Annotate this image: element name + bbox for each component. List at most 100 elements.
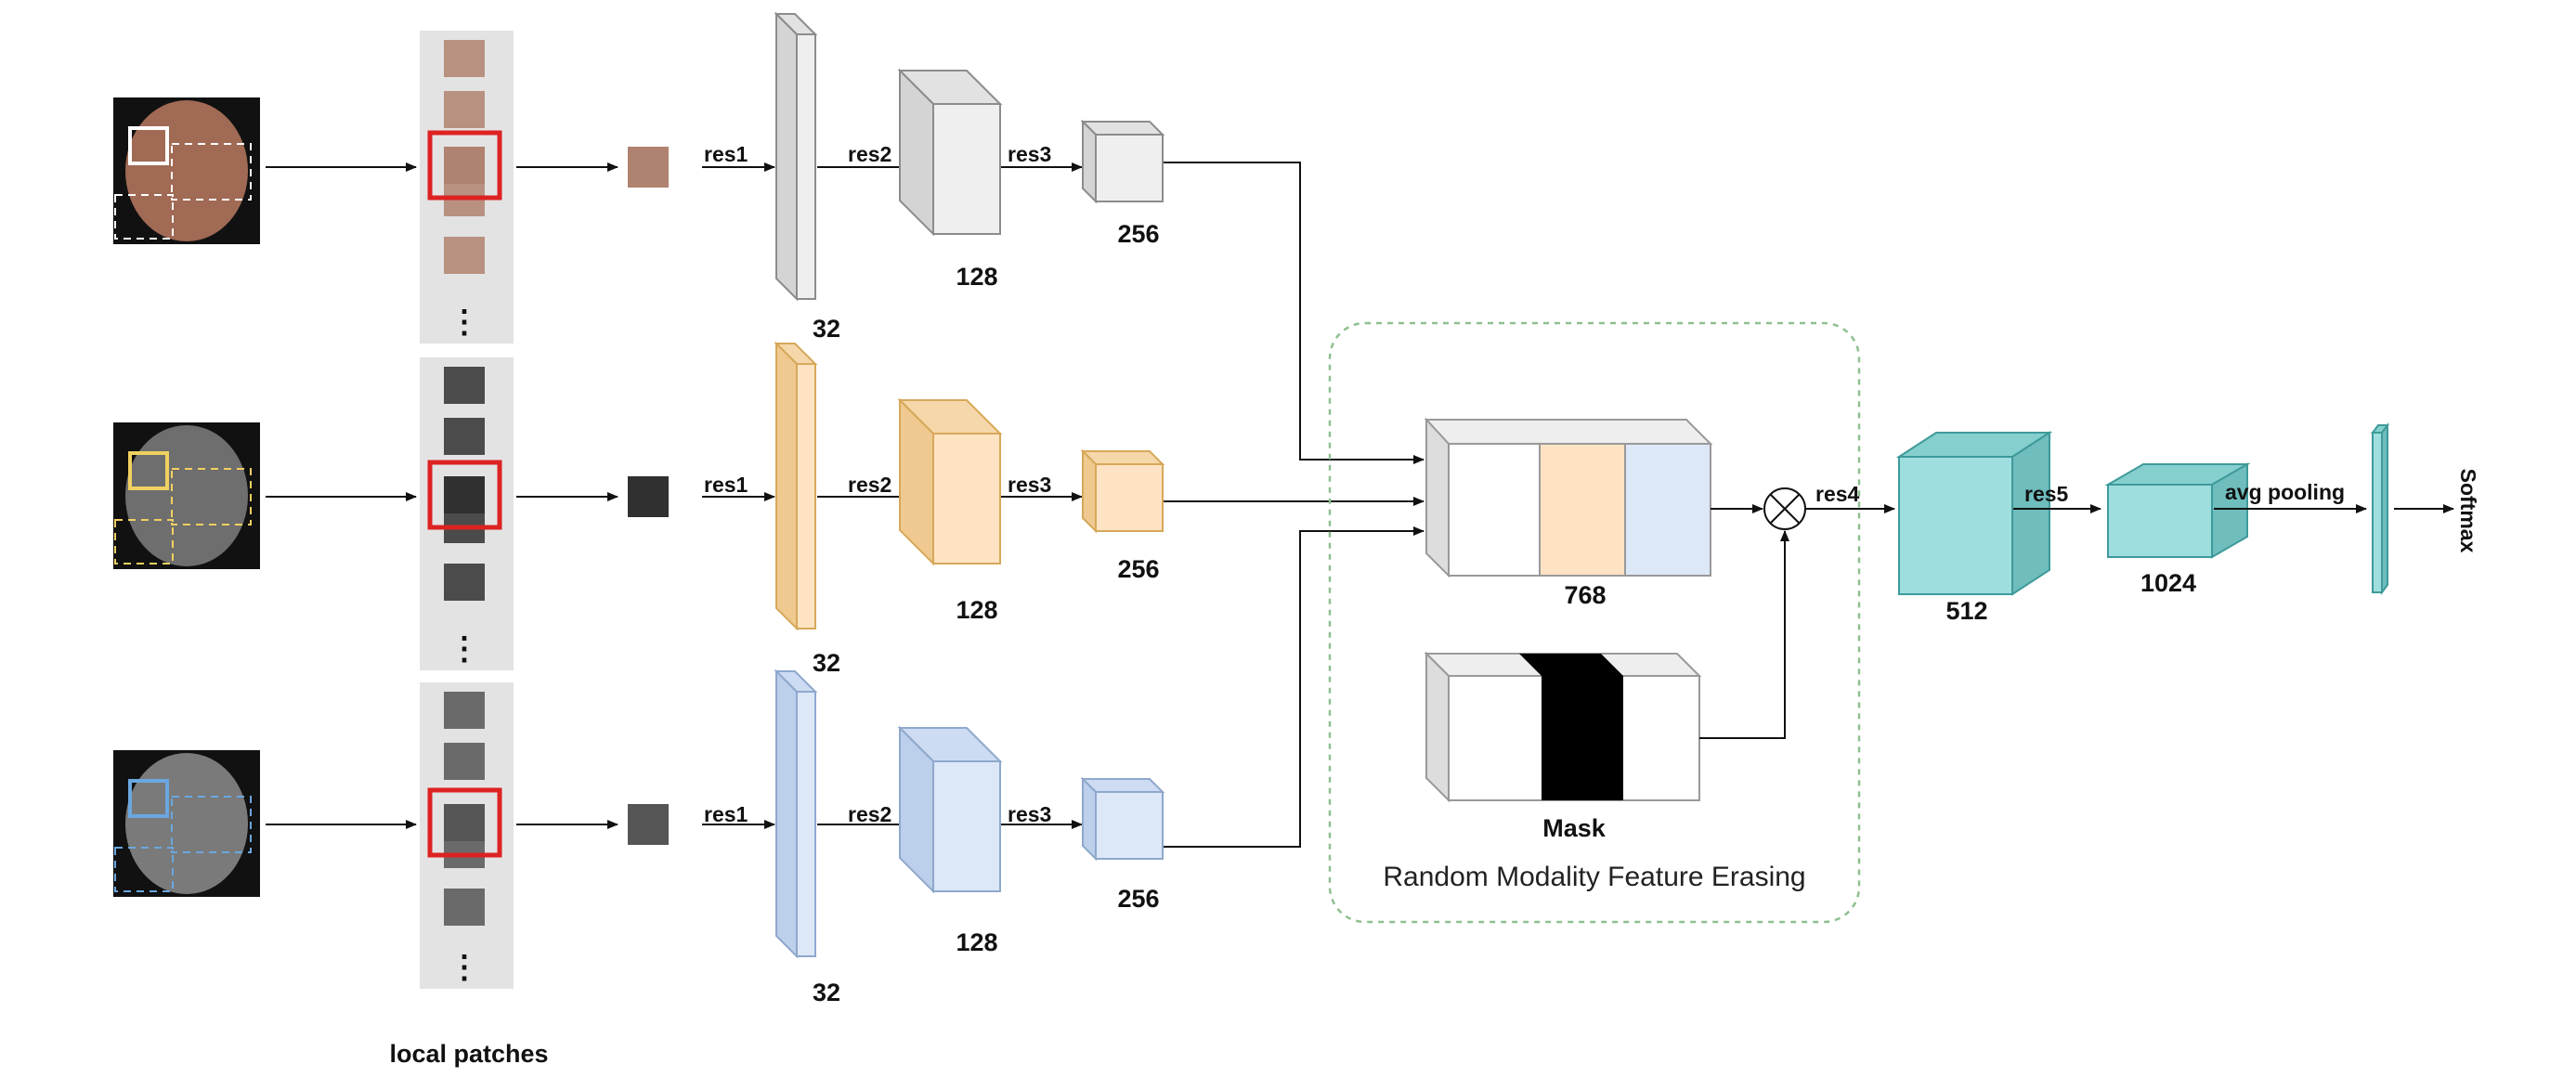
- depth-patch-1: [444, 367, 485, 404]
- mask-black-band: [1542, 676, 1623, 800]
- ir-selected-crop: [628, 804, 669, 845]
- depth-res1-label: res1: [704, 473, 748, 497]
- block5-label: 1024: [2140, 569, 2196, 597]
- block-512-front: [1898, 456, 2013, 595]
- softmax-label: Softmax: [2456, 469, 2480, 553]
- ir-face-selected-box: [128, 779, 169, 818]
- ir-patch-selected: [444, 804, 485, 841]
- ir-block-256: [1080, 776, 1165, 862]
- concat-side: [1425, 417, 1450, 578]
- rgb-selected-crop: [628, 147, 669, 188]
- branch-ir-labels: res1 res2 res3 32 128 256: [704, 802, 1160, 1006]
- region-label: Random Modality Feature Erasing: [1383, 862, 1805, 892]
- rgb-face-selected-box: [128, 126, 169, 165]
- rgb-patch-highlight-box: [427, 130, 502, 201]
- rgb-to-fusion-line: [1164, 162, 1425, 464]
- rgb-patch-1: [444, 40, 485, 77]
- depth-res3-label: res3: [1008, 473, 1051, 497]
- block-1024-front: [2107, 484, 2213, 558]
- ir-block-256-front: [1095, 791, 1164, 860]
- ir-block1-label: 32: [813, 979, 840, 1006]
- depth-block-128: [897, 397, 1003, 566]
- depth-block-256-side: [1082, 448, 1097, 534]
- rgb-block1-label: 32: [813, 315, 840, 343]
- rgb-block2-label: 128: [956, 263, 997, 291]
- block4-label: 512: [1945, 597, 1987, 625]
- rgb-patch-2: [444, 91, 485, 128]
- diagram-layer: ⋮ ⋮ ⋮: [113, 11, 2454, 989]
- rgb-patch-selected: [444, 147, 485, 184]
- pooled-vector-front: [2372, 432, 2383, 593]
- rgb-block-256-front: [1095, 134, 1164, 202]
- depth-block-256: [1080, 448, 1165, 534]
- ir-face-image: [125, 753, 248, 894]
- ir-to-fusion-line: [1164, 526, 1425, 848]
- mask-side: [1425, 651, 1450, 803]
- ir-face-dashed-regions: [171, 796, 252, 853]
- ir-patch-4: [444, 889, 485, 926]
- ir-patch-2: [444, 743, 485, 780]
- block-512: [1895, 431, 2053, 596]
- ir-patch-ellipsis: ⋮: [449, 950, 480, 985]
- rgb-block-256-side: [1082, 119, 1097, 204]
- rgb-face-dashed-regions: [171, 143, 252, 201]
- rgb-res3-label: res3: [1008, 142, 1051, 166]
- block-512-side: [2011, 431, 2050, 596]
- depth-block-32-side: [775, 341, 798, 631]
- rgb-block-256: [1080, 119, 1165, 204]
- concat-top: [1424, 419, 1713, 445]
- depth-face-selected-box: [128, 451, 169, 490]
- rgb-block3-label: 256: [1117, 220, 1159, 248]
- ir-block-256-side: [1082, 776, 1097, 862]
- depth-patch-4: [444, 564, 485, 601]
- concat-segment-2: [1539, 443, 1626, 577]
- rgb-face-image: [125, 100, 248, 241]
- ir-block3-label: 256: [1117, 885, 1159, 913]
- rgb-block-128: [897, 68, 1003, 237]
- rgb-block-32-side: [775, 11, 798, 302]
- rgb-face-dashed-lower: [114, 194, 174, 240]
- depth-block2-label: 128: [956, 596, 997, 624]
- ir-block-32-side: [775, 668, 798, 959]
- pooled-vector: [2371, 422, 2389, 595]
- concat-segment-1: [1448, 443, 1541, 577]
- branch-depth-labels: res1 res2 res3 32 128 256: [704, 473, 1160, 677]
- rgb-patch-4: [444, 237, 485, 274]
- depth-block-256-front: [1095, 463, 1164, 532]
- rgb-res1-label: res1: [704, 142, 748, 166]
- ir-block2-label: 128: [956, 928, 997, 956]
- rgb-patch-ellipsis: ⋮: [449, 305, 480, 340]
- concat-768-label: 768: [1564, 581, 1606, 609]
- depth-selected-crop: [628, 476, 669, 517]
- ir-patch-1: [444, 692, 485, 729]
- mask-label: Mask: [1542, 814, 1607, 842]
- ir-res2-label: res2: [848, 802, 891, 826]
- ir-res3-label: res3: [1008, 802, 1051, 826]
- local-patches-label: local patches: [389, 1040, 548, 1068]
- rgb-block-128-front: [932, 103, 1001, 235]
- rgb-block-32-front: [796, 33, 816, 300]
- depth-block1-label: 32: [813, 649, 840, 677]
- branch-rgb-labels: res1 res2 res3 32 128 256: [704, 142, 1160, 343]
- rgb-block-32: [774, 11, 818, 302]
- depth-block-32-front: [796, 363, 816, 629]
- ir-block-128: [897, 725, 1003, 894]
- depth-block-128-front: [932, 433, 1001, 564]
- depth-face-image: [125, 425, 248, 566]
- depth-patch-highlight-box: [427, 460, 502, 530]
- fusion-region-border: [1328, 321, 1861, 924]
- ir-patch-highlight-box: [427, 787, 502, 858]
- depth-block3-label: 256: [1117, 555, 1159, 583]
- multiply-operator-x2: [1770, 494, 1800, 524]
- res5-label: res5: [2024, 482, 2069, 506]
- depth-patch-ellipsis: ⋮: [449, 631, 480, 667]
- depth-block-32: [774, 341, 818, 631]
- ir-block-32-front: [796, 691, 816, 957]
- concat-segment-3: [1624, 443, 1711, 577]
- rgb-res2-label: res2: [848, 142, 891, 166]
- res4-label: res4: [1815, 482, 1860, 506]
- block-1024: [2104, 462, 2251, 559]
- depth-patch-selected: [444, 476, 485, 513]
- mask-to-multiply-arrow: [1699, 530, 1789, 739]
